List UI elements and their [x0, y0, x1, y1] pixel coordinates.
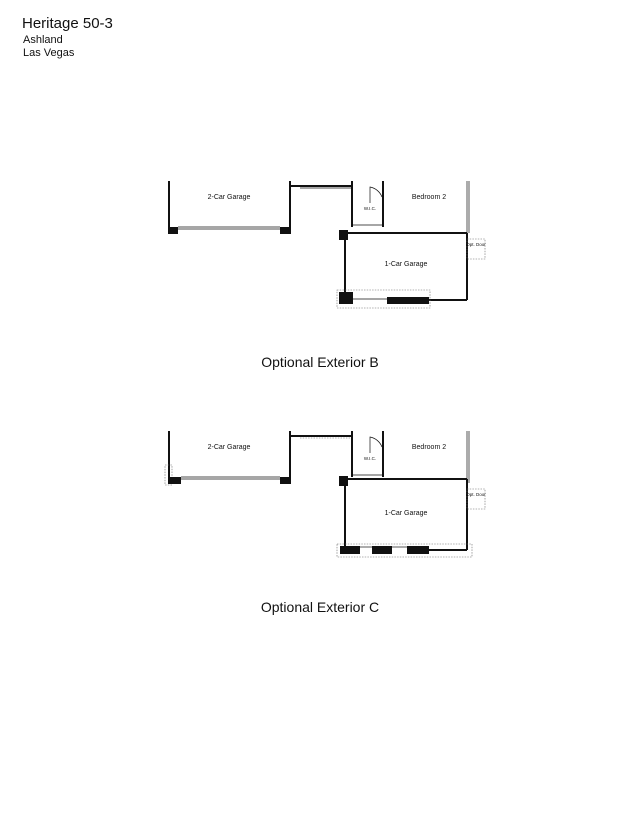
- caption-exterior-b: Optional Exterior B: [261, 354, 379, 370]
- city-name: Las Vegas: [23, 47, 75, 59]
- optional-door-label: Opt. Door: [466, 242, 486, 247]
- plan-title: Heritage 50-3: [22, 15, 113, 32]
- bedroom-2: Bedroom 2: [412, 431, 470, 483]
- room-label-bedroom-2: Bedroom 2: [412, 194, 446, 201]
- community-name: Ashland: [23, 34, 63, 46]
- one-car-garage: 1-Car Garage: [336, 230, 468, 309]
- optional-door-label: Opt. Door: [466, 492, 486, 497]
- optional-door: Opt. Door: [466, 488, 486, 510]
- two-car-garage: 2-Car Garage: [164, 431, 291, 486]
- room-label-2-car-garage: 2-Car Garage: [208, 194, 251, 201]
- caption-exterior-c: Optional Exterior C: [260, 599, 380, 615]
- room-label-wic: W.I.C.: [364, 456, 376, 461]
- two-car-garage: 2-Car Garage: [168, 181, 291, 234]
- walk-in-closet: W.I.C.: [351, 431, 384, 477]
- room-label-2-car-garage: 2-Car Garage: [208, 444, 251, 451]
- room-label-bedroom-2: Bedroom 2: [412, 444, 446, 451]
- connector-wall: [290, 185, 352, 189]
- floor-plan-exterior-b: 2-Car Garage W.I.C. Bedroom 2 1-Car Gara…: [168, 181, 486, 309]
- plan-header: Heritage 50-3 Ashland Las Vegas: [22, 14, 113, 60]
- room-label-wic: W.I.C.: [364, 206, 376, 211]
- floor-plan-exterior-c: 2-Car Garage W.I.C. Bedroom 2 1-Car Gara…: [164, 431, 486, 558]
- walk-in-closet: W.I.C.: [351, 181, 384, 227]
- optional-door: Opt. Door: [466, 238, 486, 260]
- connector-wall: [290, 435, 352, 439]
- room-label-1-car-garage: 1-Car Garage: [385, 261, 428, 268]
- one-car-garage: 1-Car Garage: [336, 476, 473, 558]
- room-label-1-car-garage: 1-Car Garage: [385, 510, 428, 517]
- bedroom-2: Bedroom 2: [412, 181, 470, 233]
